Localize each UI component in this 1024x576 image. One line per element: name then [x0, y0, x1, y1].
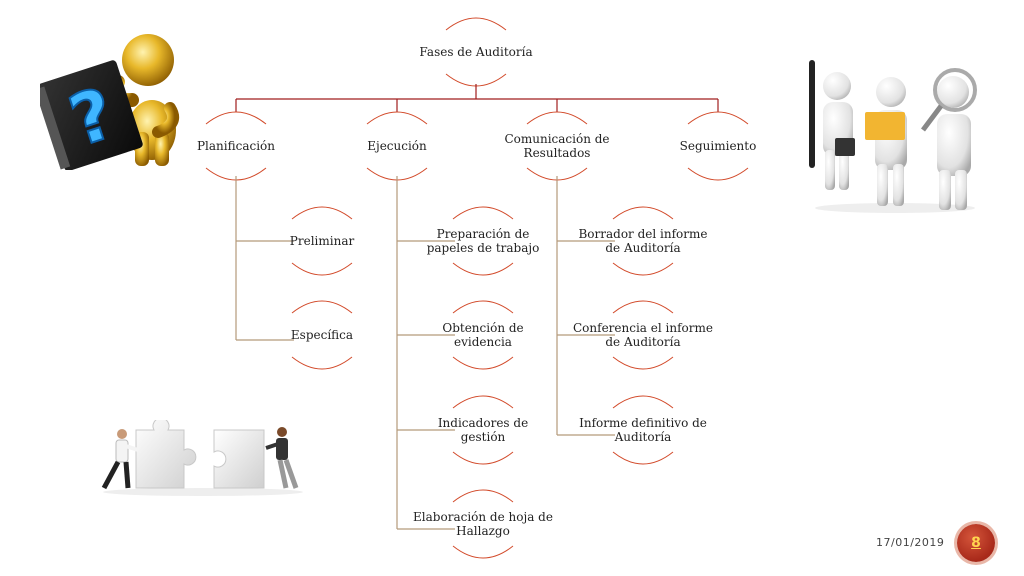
- child-node: Informe definitivo de Auditoría: [573, 410, 713, 450]
- phase-node-planificacion: Planificación: [161, 126, 311, 166]
- people-pushing-puzzle-pieces-icon: [101, 420, 303, 496]
- phase-node-ejecucion: Ejecución: [322, 126, 472, 166]
- child-node-bottom-arc: [452, 545, 514, 559]
- gold-figure-question-book-icon: ?: [40, 34, 179, 170]
- child-node-top-arc: [612, 395, 674, 409]
- child-node-bottom-arc: [452, 451, 514, 465]
- child-label: Borrador del informe de Auditoría: [578, 227, 708, 255]
- child-node-top-arc: [452, 300, 514, 314]
- child-node-bottom-arc: [612, 262, 674, 276]
- phase-node-top-arc: [205, 111, 267, 125]
- phase-node-bottom-arc: [687, 167, 749, 181]
- child-node-top-arc: [291, 300, 353, 314]
- child-node-bottom-arc: [612, 356, 674, 370]
- child-node: Borrador del informe de Auditoría: [573, 221, 713, 261]
- phase-node-top-arc: [366, 111, 428, 125]
- root-node-top-arc: [445, 17, 507, 31]
- child-node: Específica: [262, 315, 382, 355]
- child-node-bottom-arc: [291, 262, 353, 276]
- child-label: Obtención de evidencia: [442, 321, 524, 349]
- child-node: Preparación de papeles de trabajo: [413, 221, 553, 261]
- business-figures-pen-briefcase-magnifier-icon: [809, 60, 977, 213]
- child-node-bottom-arc: [452, 262, 514, 276]
- slide-date: 17/01/2019: [876, 536, 945, 549]
- child-node-bottom-arc: [452, 356, 514, 370]
- child-node-top-arc: [612, 300, 674, 314]
- phase-label: Comunicación de Resultados: [504, 132, 610, 160]
- child-node: Conferencia el informe de Auditoría: [573, 315, 713, 355]
- page-number: 8: [971, 535, 981, 551]
- phase-label: Seguimiento: [679, 139, 757, 153]
- child-node-top-arc: [291, 206, 353, 220]
- child-node: Elaboración de hoja de Hallazgo: [413, 504, 553, 544]
- child-node-top-arc: [452, 395, 514, 409]
- phase-label: Planificación: [196, 139, 276, 153]
- phase-node-top-arc: [687, 111, 749, 125]
- child-label: Preliminar: [289, 234, 355, 248]
- child-label: Elaboración de hoja de Hallazgo: [413, 510, 553, 538]
- phase-node-comunicacion: Comunicación de Resultados: [492, 126, 622, 166]
- child-node-top-arc: [612, 206, 674, 220]
- child-label: Indicadores de gestión: [437, 416, 529, 444]
- child-label: Específica: [290, 328, 354, 342]
- child-node-bottom-arc: [612, 451, 674, 465]
- phase-node-seguimiento: Seguimiento: [643, 126, 793, 166]
- child-node-top-arc: [452, 206, 514, 220]
- child-node: Obtención de evidencia: [423, 315, 543, 355]
- root-label: Fases de Auditoría: [419, 45, 533, 59]
- child-label: Informe definitivo de Auditoría: [579, 416, 707, 444]
- phase-node-top-arc: [526, 111, 588, 125]
- child-node-bottom-arc: [291, 356, 353, 370]
- page-number-badge[interactable]: 8: [957, 524, 995, 562]
- root-node: Fases de Auditoría: [401, 32, 551, 72]
- child-node: Preliminar: [262, 221, 382, 261]
- child-label: Conferencia el informe de Auditoría: [573, 321, 713, 349]
- child-label: Preparación de papeles de trabajo: [426, 227, 540, 255]
- child-node: Indicadores de gestión: [423, 410, 543, 450]
- child-node-top-arc: [452, 489, 514, 503]
- phase-label: Ejecución: [367, 139, 427, 153]
